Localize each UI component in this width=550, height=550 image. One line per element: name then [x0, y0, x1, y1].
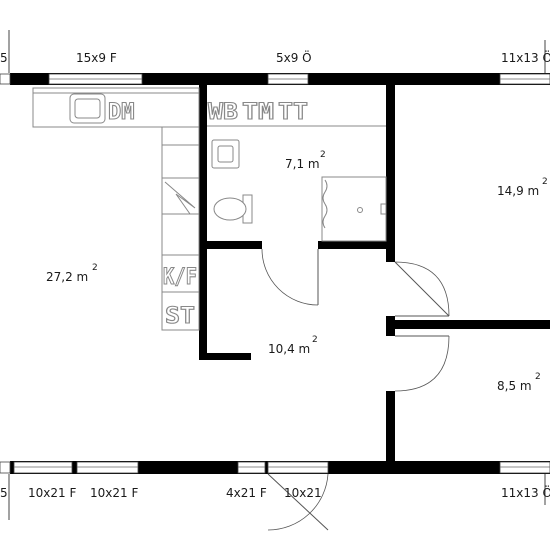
edge-label-top: 5: [0, 51, 8, 65]
window-10x21-a: [13, 461, 73, 474]
opening-top-2: 11x13 Ö: [501, 49, 550, 65]
opening-bottom-3: 10x21: [284, 486, 322, 500]
wardrobe-code: ST: [165, 304, 195, 329]
window-10x21-b: [76, 461, 139, 474]
bathroom: [207, 125, 387, 242]
window-11x13-bottom: [499, 461, 550, 474]
washing-machine-code: WB: [208, 100, 238, 125]
bedroom-wall: [386, 85, 395, 262]
opening-bottom-1: 10x21 F: [90, 486, 138, 500]
bathroom-bottom-wall: [207, 241, 262, 249]
tumble-dryer-code: TM: [242, 100, 274, 125]
opening-top-0: 15x9 F: [76, 51, 117, 65]
bedroom-top-area: 14,9 m: [497, 184, 539, 198]
bathroom-area-unit: 2: [320, 150, 326, 160]
window-4x21: [237, 461, 266, 474]
toilet: [213, 194, 253, 224]
opening-labels: 15x9 F 5x9 Ö 11x13 Ö 10x21 F 10x21 F 4x2…: [0, 49, 550, 500]
opening-bottom-4: 11x13 Ö: [501, 484, 550, 500]
shower: [321, 176, 387, 242]
dishwasher-code: DM: [108, 100, 135, 125]
edge-label-bottom: 5: [0, 486, 8, 500]
entrance-door-leaf: [267, 473, 329, 531]
opening-bottom-0: 10x21 F: [28, 486, 76, 500]
living-room-area: 27,2 m: [46, 270, 88, 284]
opening-top-1: 5x9 Ö: [276, 49, 312, 65]
kitchen: [32, 87, 200, 331]
living-room-area-unit: 2: [92, 263, 98, 273]
hall-area-unit: 2: [312, 335, 318, 345]
door-opening-10x21: [267, 461, 329, 474]
bedroom-bottom-area: 8,5 m: [497, 379, 532, 393]
kitchen-bath-wall: [199, 85, 207, 360]
doors: [261, 248, 450, 531]
stove-mark: [164, 181, 196, 215]
hall-area: 10,4 m: [268, 342, 310, 356]
washbasin: [211, 139, 240, 169]
bedroom-top-door-leaf: [394, 261, 450, 317]
hall-wall-stub: [199, 353, 251, 360]
kitchen-counter: [32, 87, 200, 128]
bathroom-bottom-wall-2: [318, 241, 390, 249]
walls: [10, 73, 550, 474]
opening-bottom-2: 4x21 F: [226, 486, 267, 500]
shower-curtain: [322, 179, 328, 229]
bedroom-top-area-unit: 2: [542, 177, 548, 187]
window-top-left-edge: [0, 73, 11, 85]
room-labels: 27,2 m 2 7,1 m 2 14,9 m 2 10,4 m 2 8,5 m…: [46, 150, 548, 393]
bedroom-bottom-area-unit: 2: [535, 372, 541, 382]
drying-cabinet-code: TT: [278, 100, 308, 125]
bathroom-area: 7,1 m: [285, 157, 320, 171]
fridge-freezer-code: K/F: [163, 265, 197, 290]
window-bottom-left-edge: [0, 461, 11, 474]
windows: [0, 73, 550, 474]
kitchen-side-counter: [161, 126, 200, 331]
kitchen-sink: [69, 93, 106, 124]
bedroom-wall-low: [386, 391, 395, 465]
bedrooms-divider-wall: [386, 320, 550, 329]
edge-ticks: [8, 30, 546, 520]
